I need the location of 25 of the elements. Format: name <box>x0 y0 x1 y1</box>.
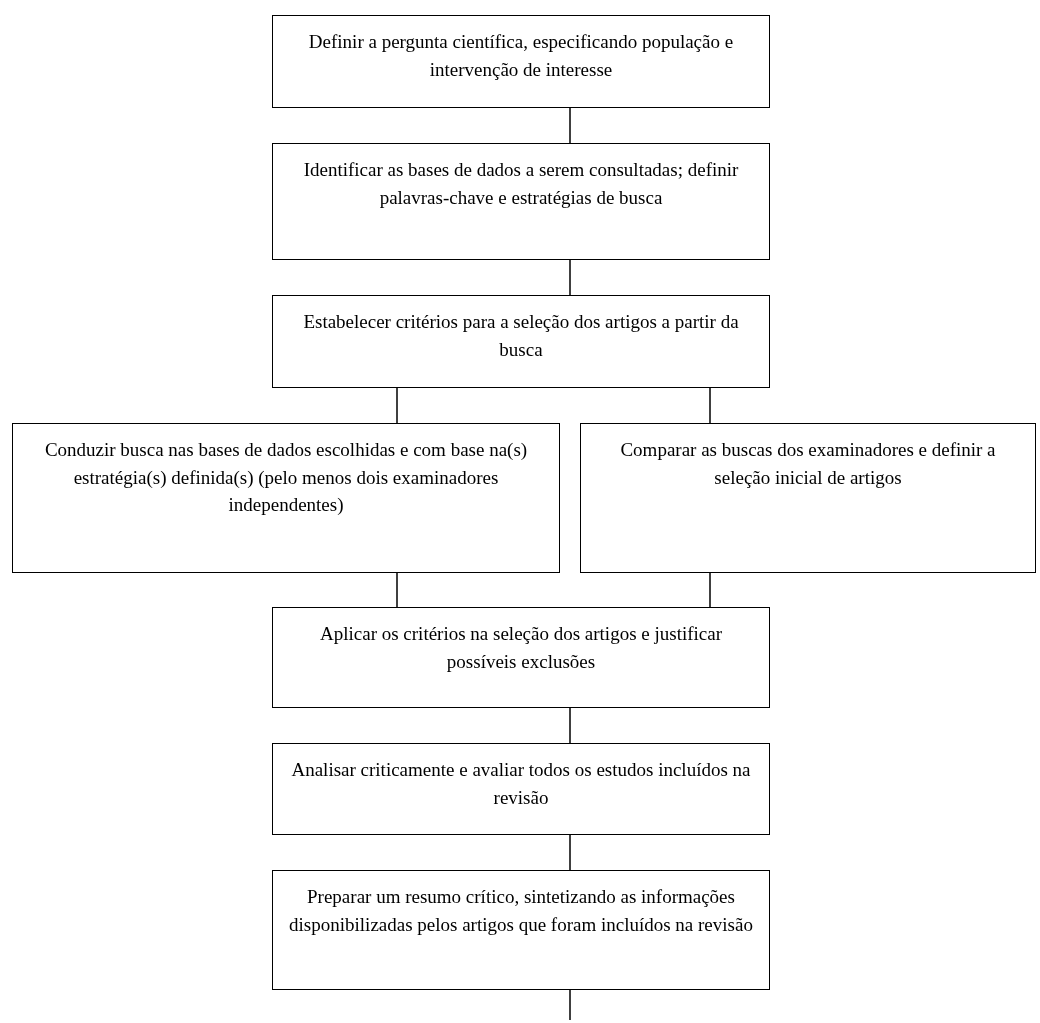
process-box <box>272 607 770 708</box>
process-box <box>272 143 770 260</box>
step-text: Conduzir busca nas bases de dados escolhidas e com base na(s) estratégia(s) definida(s) (pelo menos dois examinadores independentes) <box>43 438 529 518</box>
connector-line <box>396 387 398 424</box>
connector-line <box>569 107 571 144</box>
process-box <box>272 870 770 990</box>
connector-line <box>709 387 711 424</box>
connector-line <box>396 572 398 608</box>
connector-line <box>569 989 571 1021</box>
process-box <box>272 15 770 108</box>
connector-line <box>569 707 571 744</box>
process-box <box>272 295 770 388</box>
connector-line <box>569 834 571 871</box>
process-box <box>272 743 770 835</box>
step-text: Definir a pergunta científica, especificando população e intervenção de interesse <box>307 30 735 82</box>
step-text: Estabelecer critérios para a seleção dos artigos a partir da busca <box>302 310 740 362</box>
step-text: Identificar as bases de dados a serem consultadas; definir palavras-chave e estratégias de busca <box>302 158 740 210</box>
step-text: Preparar um resumo crítico, sintetizando as informações disponibilizadas pelos artigos que foram incluídos na revisão <box>288 885 754 937</box>
step-text: Comparar as buscas dos examinadores e definir a seleção inicial de artigos <box>619 438 997 490</box>
connector-line <box>709 572 711 608</box>
process-box <box>580 423 1036 573</box>
process-box <box>12 423 560 573</box>
step-text: Analisar criticamente e avaliar todos os estudos incluídos na revisão <box>290 758 752 810</box>
connector-line <box>569 259 571 296</box>
step-text: Aplicar os critérios na seleção dos artigos e justificar possíveis exclusões <box>319 622 723 674</box>
